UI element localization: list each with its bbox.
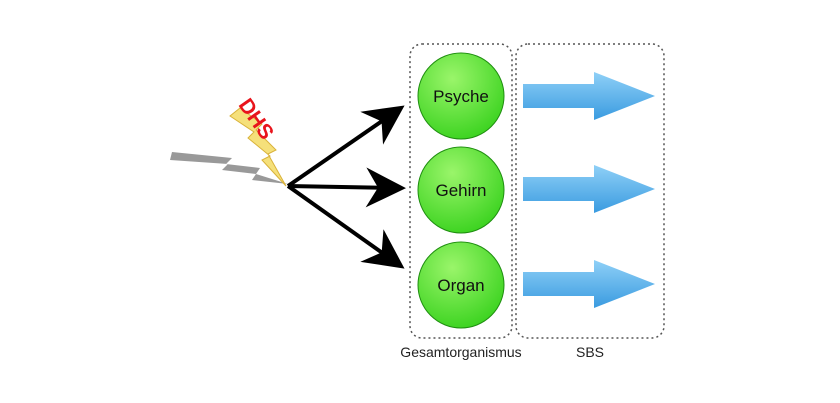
dhs-lightning-icon [170,107,288,187]
node-gehirn-label: Gehirn [435,181,486,200]
group-label-sbs: SBS [575,344,605,360]
connector-to-organ [286,184,405,269]
lightning-bolt [229,107,287,187]
group-box-sbs [515,43,665,339]
node-psyche: Psyche [417,52,505,140]
connector-to-psyche [286,105,405,188]
node-gehirn: Gehirn [417,146,505,234]
node-psyche-label: Psyche [433,87,489,106]
lightning-shadow [170,152,288,184]
outcome-arrow-psyche [523,72,655,120]
outcome-arrow-gehirn [523,165,655,213]
group-box-gesamtorganismus [409,43,513,339]
connector-to-gehirn [287,167,406,208]
node-organ-label: Organ [437,276,484,295]
group-label-gesamtorganismus: Gesamtorganismus [400,344,522,360]
outcome-arrow-organ [523,260,655,308]
node-organ: Organ [417,241,505,329]
